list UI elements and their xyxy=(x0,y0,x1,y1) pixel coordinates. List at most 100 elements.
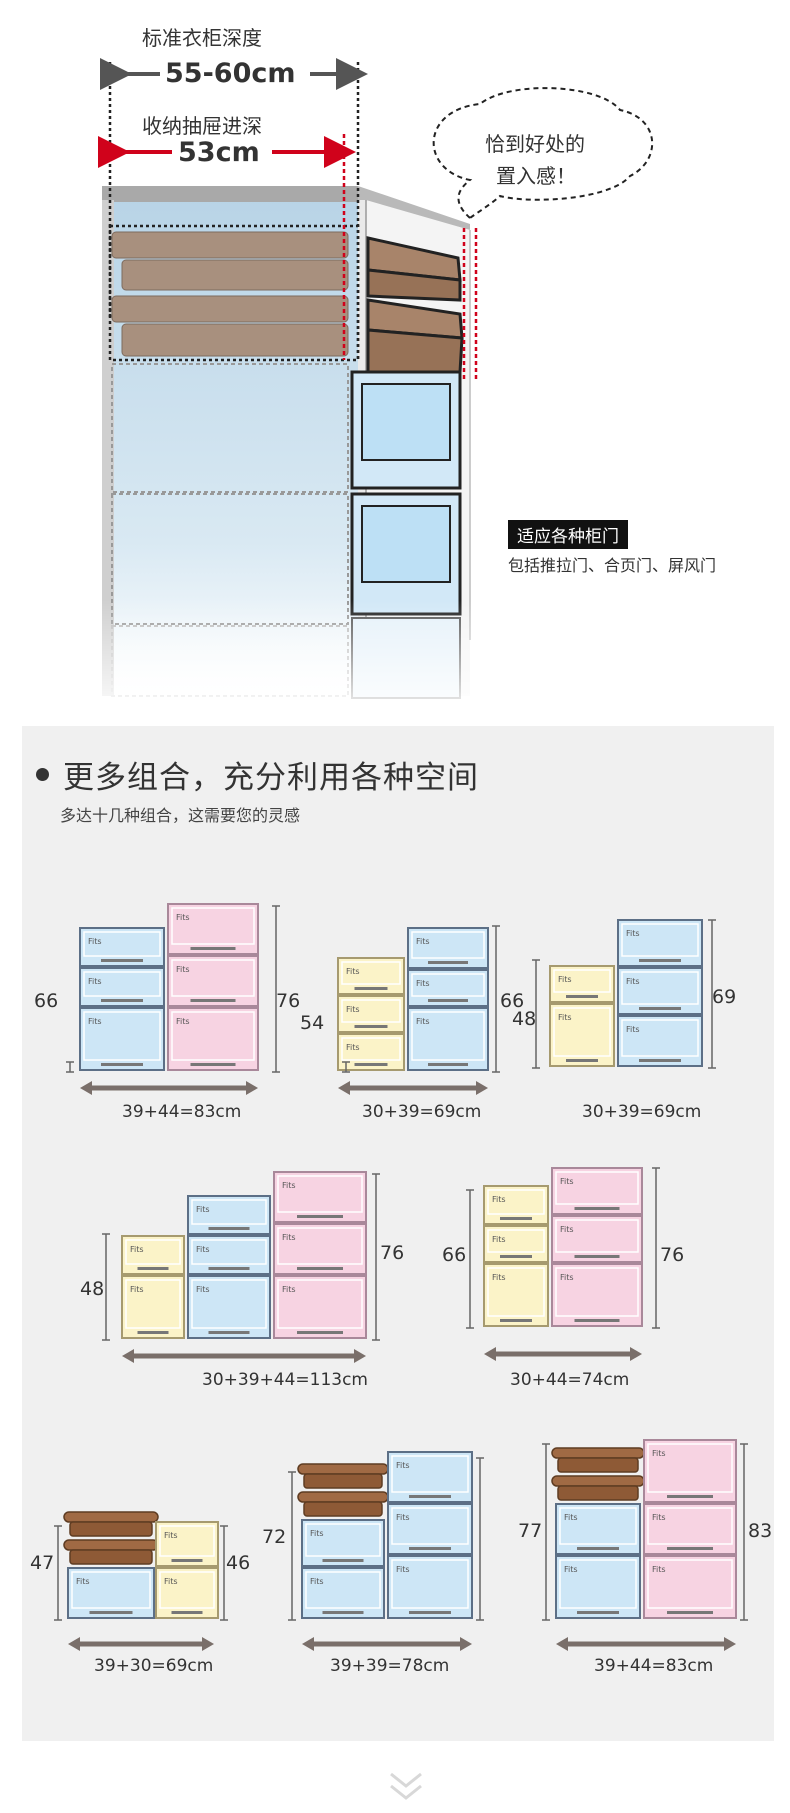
fits-brand-label: Fits xyxy=(88,1017,102,1026)
left-height-label: 66 xyxy=(34,990,59,1012)
left-height-label: 48 xyxy=(512,1008,537,1030)
storage-drawer: Fits xyxy=(79,927,165,967)
left-height-label: 77 xyxy=(518,1520,543,1542)
fits-brand-label: Fits xyxy=(176,913,190,922)
storage-drawer: Fits xyxy=(549,965,615,1003)
right-height-label: 46 xyxy=(226,1552,251,1574)
fits-brand-label: Fits xyxy=(130,1245,144,1254)
bubble-text-line2: 置入感！ xyxy=(496,164,576,188)
fits-brand-label: Fits xyxy=(492,1273,506,1282)
right-height-label: 76 xyxy=(276,990,301,1012)
fits-brand-label: Fits xyxy=(346,1043,360,1052)
brown-tray xyxy=(551,1475,645,1501)
storage-drawer: Fits xyxy=(555,1555,641,1619)
storage-drawer: Fits xyxy=(551,1167,643,1215)
bubble-text-line1: 恰到好处的 xyxy=(485,132,585,156)
storage-drawer: Fits xyxy=(301,1567,385,1619)
wardrobe-depth-label: 标准衣柜深度 xyxy=(142,26,262,50)
storage-drawer: Fits xyxy=(273,1171,367,1223)
storage-drawer: Fits xyxy=(273,1223,367,1275)
fits-brand-label: Fits xyxy=(282,1233,296,1242)
fits-brand-label: Fits xyxy=(564,1565,578,1574)
section-heading: 更多组合，充分利用各种空间 xyxy=(36,752,479,797)
fits-brand-label: Fits xyxy=(176,1017,190,1026)
storage-drawer: Fits xyxy=(337,957,405,995)
storage-drawer: Fits xyxy=(187,1195,271,1235)
fits-brand-label: Fits xyxy=(396,1461,410,1470)
width-sum-label: 39+44=83cm xyxy=(594,1656,714,1676)
storage-drawer: Fits xyxy=(337,995,405,1033)
storage-drawer: Fits xyxy=(79,967,165,1007)
fits-brand-label: Fits xyxy=(560,1177,574,1186)
brown-tray xyxy=(551,1447,645,1473)
fits-brand-label: Fits xyxy=(416,937,430,946)
width-sum-label: 39+30=69cm xyxy=(94,1656,214,1676)
storage-drawer: Fits xyxy=(187,1275,271,1339)
fits-brand-label: Fits xyxy=(130,1285,144,1294)
fits-brand-label: Fits xyxy=(164,1577,178,1586)
storage-drawer: Fits xyxy=(643,1503,737,1555)
left-height-label: 48 xyxy=(80,1278,105,1300)
fits-brand-label: Fits xyxy=(416,1017,430,1026)
fits-brand-label: Fits xyxy=(558,975,572,984)
wardrobe-depth-value: 55-60cm xyxy=(165,58,296,89)
speech-bubble xyxy=(432,87,654,220)
fits-brand-label: Fits xyxy=(196,1205,210,1214)
storage-drawer: Fits xyxy=(407,969,489,1007)
storage-drawer: Fits xyxy=(483,1263,549,1327)
fits-brand-label: Fits xyxy=(310,1577,324,1586)
door-types-note: 包括推拉门、合页门、屏风门 xyxy=(508,556,717,575)
storage-drawer: Fits xyxy=(155,1567,219,1619)
fits-brand-label: Fits xyxy=(396,1513,410,1522)
wardrobe-illustration xyxy=(90,58,654,720)
fits-brand-label: Fits xyxy=(416,979,430,988)
storage-drawer: Fits xyxy=(273,1275,367,1339)
left-height-label: 66 xyxy=(442,1244,467,1266)
fits-brand-label: Fits xyxy=(564,1513,578,1522)
storage-drawer: Fits xyxy=(337,1033,405,1071)
fits-brand-label: Fits xyxy=(88,977,102,986)
fits-brand-label: Fits xyxy=(626,977,640,986)
drawer-depth-label: 收纳抽屉进深 xyxy=(142,114,262,138)
width-sum-label: 39+39=78cm xyxy=(330,1656,450,1676)
fits-brand-label: Fits xyxy=(396,1565,410,1574)
section-title: 更多组合，充分利用各种空间 xyxy=(63,760,479,796)
storage-drawer: Fits xyxy=(167,955,259,1007)
fits-brand-label: Fits xyxy=(282,1285,296,1294)
fits-brand-label: Fits xyxy=(652,1513,666,1522)
brown-tray xyxy=(63,1511,159,1537)
storage-drawer: Fits xyxy=(407,927,489,969)
storage-drawer: Fits xyxy=(617,967,703,1015)
fits-brand-label: Fits xyxy=(310,1529,324,1538)
width-sum-label: 30+39=69cm xyxy=(582,1102,702,1122)
fits-brand-label: Fits xyxy=(626,1025,640,1034)
fits-brand-label: Fits xyxy=(164,1531,178,1540)
storage-drawer: Fits xyxy=(407,1007,489,1071)
brown-tray xyxy=(63,1539,159,1565)
right-height-label: 69 xyxy=(712,986,737,1008)
storage-drawer: Fits xyxy=(167,1007,259,1071)
right-height-label: 66 xyxy=(500,990,525,1012)
left-height-label: 54 xyxy=(300,1012,325,1034)
storage-drawer: Fits xyxy=(387,1555,473,1619)
storage-drawer: Fits xyxy=(617,919,703,967)
right-height-label: 76 xyxy=(660,1244,685,1266)
fits-brand-label: Fits xyxy=(76,1577,90,1586)
storage-drawer: Fits xyxy=(79,1007,165,1071)
scroll-down-chevron-icon[interactable] xyxy=(387,1770,425,1804)
left-height-label: 72 xyxy=(262,1526,287,1548)
storage-drawer: Fits xyxy=(483,1185,549,1225)
fits-brand-label: Fits xyxy=(88,937,102,946)
storage-drawer: Fits xyxy=(387,1503,473,1555)
section-subtitle: 多达十几种组合，这需要您的灵感 xyxy=(60,806,301,825)
fits-brand-label: Fits xyxy=(492,1235,506,1244)
door-types-badge: 适应各种柜门 xyxy=(508,520,628,549)
brown-tray xyxy=(297,1463,389,1489)
storage-drawer: Fits xyxy=(617,1015,703,1067)
storage-drawer: Fits xyxy=(643,1555,737,1619)
fits-brand-label: Fits xyxy=(346,967,360,976)
storage-drawer: Fits xyxy=(483,1225,549,1263)
width-sum-label: 30+39+44=113cm xyxy=(202,1370,368,1390)
fits-brand-label: Fits xyxy=(282,1181,296,1190)
